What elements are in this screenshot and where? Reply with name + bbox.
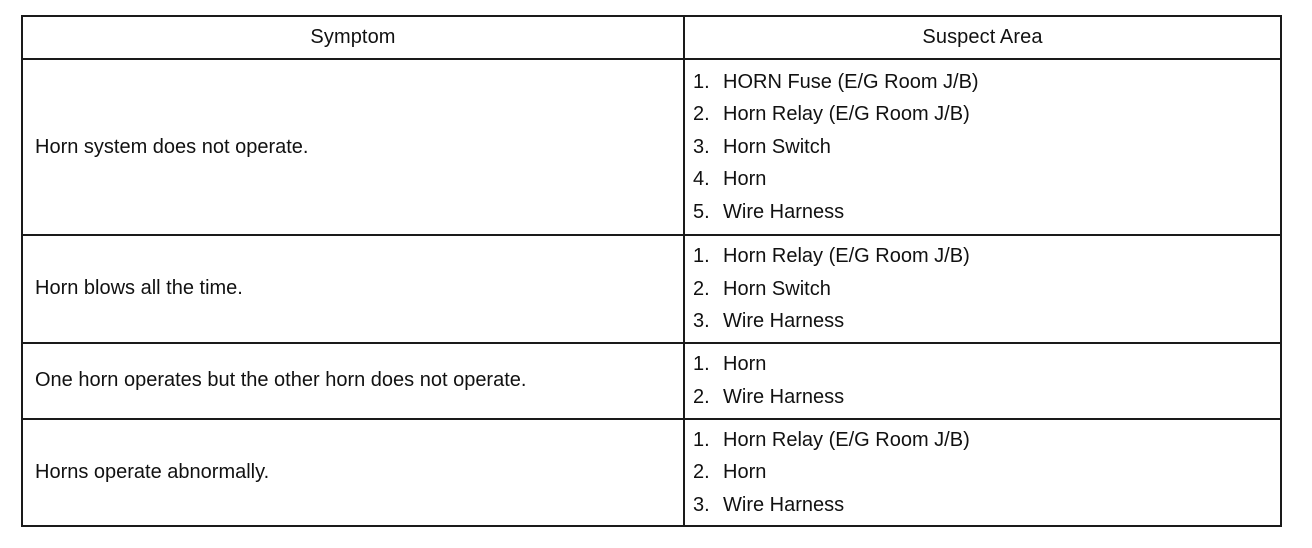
item-text: Horn (723, 353, 767, 375)
item-number: 2. (693, 461, 710, 483)
suspect-area-list: 1. Horn Relay (E/G Room J/B) 2. Horn Switc… (693, 240, 1280, 338)
symptom-cell: Horn blows all the time. (21, 234, 685, 344)
symptom-cell: One horn operates but the other horn doe… (21, 341, 685, 420)
symptom-cell: Horn system does not operate. (21, 58, 685, 236)
item-number: 1. (693, 70, 710, 93)
symptom-cell: Horns operate abnormally. (21, 417, 685, 527)
item-number: 1. (693, 353, 710, 375)
item-text: Horn (723, 168, 767, 191)
suspect-area-column-header: Suspect Area (683, 15, 1282, 60)
table-row: One horn operates but the other horn doe… (21, 341, 1282, 420)
item-number: 2. (693, 277, 710, 300)
suspect-area-item: 3. Horn Switch (693, 131, 1280, 164)
suspect-area-item: 2. Horn (693, 456, 1280, 489)
suspect-area-cell: 1. HORN Fuse (E/G Room J/B) 2. Horn Relay … (683, 58, 1282, 236)
item-text: Horn (723, 461, 767, 483)
item-text: Wire Harness (723, 200, 845, 223)
item-text: Horn Switch (723, 135, 831, 158)
table-row: Horn blows all the time. 1. Horn Relay (E… (21, 234, 1282, 344)
suspect-area-item: 2. Horn Switch (693, 273, 1280, 306)
suspect-area-cell: 1. Horn Relay (E/G Room J/B) 2. Horn Switc… (683, 234, 1282, 344)
troubleshooting-table: Symptom Suspect Area Horn system does no… (21, 15, 1282, 527)
suspect-area-cell: 1. Horn Relay (E/G Room J/B) 2. Horn 3. Wir… (683, 417, 1282, 527)
suspect-area-list: 1. Horn 2. Wire Harness (693, 348, 1280, 413)
item-number: 3. (693, 310, 710, 332)
item-number: 1. (693, 245, 710, 267)
item-text: HORN Fuse (E/G Room J/B) (723, 70, 979, 93)
item-number: 2. (693, 385, 710, 408)
item-text: Horn Switch (723, 277, 831, 300)
table-header-row: Symptom Suspect Area (21, 15, 1282, 60)
troubleshooting-table-container: Symptom Suspect Area Horn system does no… (21, 15, 1282, 527)
suspect-area-item: 5. Wire Harness (693, 196, 1280, 229)
suspect-area-item: 1. Horn Relay (E/G Room J/B) (693, 424, 1280, 457)
suspect-area-item: 1. Horn Relay (E/G Room J/B) (693, 240, 1280, 273)
item-number: 5. (693, 200, 710, 223)
symptom-column-header: Symptom (21, 15, 685, 60)
suspect-area-item: 2. Wire Harness (693, 381, 1280, 414)
item-text: Horn Relay (E/G Room J/B) (723, 103, 970, 126)
item-number: 4. (693, 168, 710, 191)
item-number: 1. (693, 428, 710, 451)
table-row: Horns operate abnormally. 1. Horn Relay (… (21, 417, 1282, 527)
suspect-area-item: 4. Horn (693, 163, 1280, 196)
item-number: 2. (693, 103, 710, 126)
suspect-area-item: 3. Wire Harness (693, 489, 1280, 522)
suspect-area-item: 1. HORN Fuse (E/G Room J/B) (693, 66, 1280, 99)
suspect-area-item: 1. Horn (693, 348, 1280, 381)
item-text: Wire Harness (723, 493, 845, 516)
item-text: Horn Relay (E/G Room J/B) (723, 428, 970, 451)
item-number: 3. (693, 135, 710, 158)
item-text: Horn Relay (E/G Room J/B) (723, 245, 970, 267)
suspect-area-list: 1. HORN Fuse (E/G Room J/B) 2. Horn Relay … (693, 66, 1280, 229)
suspect-area-list: 1. Horn Relay (E/G Room J/B) 2. Horn 3. Wir… (693, 424, 1280, 522)
item-number: 3. (693, 493, 710, 516)
table-row: Horn system does not operate. 1. HORN Fus… (21, 58, 1282, 236)
suspect-area-cell: 1. Horn 2. Wire Harness (683, 341, 1282, 420)
suspect-area-item: 2. Horn Relay (E/G Room J/B) (693, 98, 1280, 131)
item-text: Wire Harness (723, 310, 845, 332)
suspect-area-item: 3. Wire Harness (693, 305, 1280, 338)
item-text: Wire Harness (723, 385, 845, 408)
